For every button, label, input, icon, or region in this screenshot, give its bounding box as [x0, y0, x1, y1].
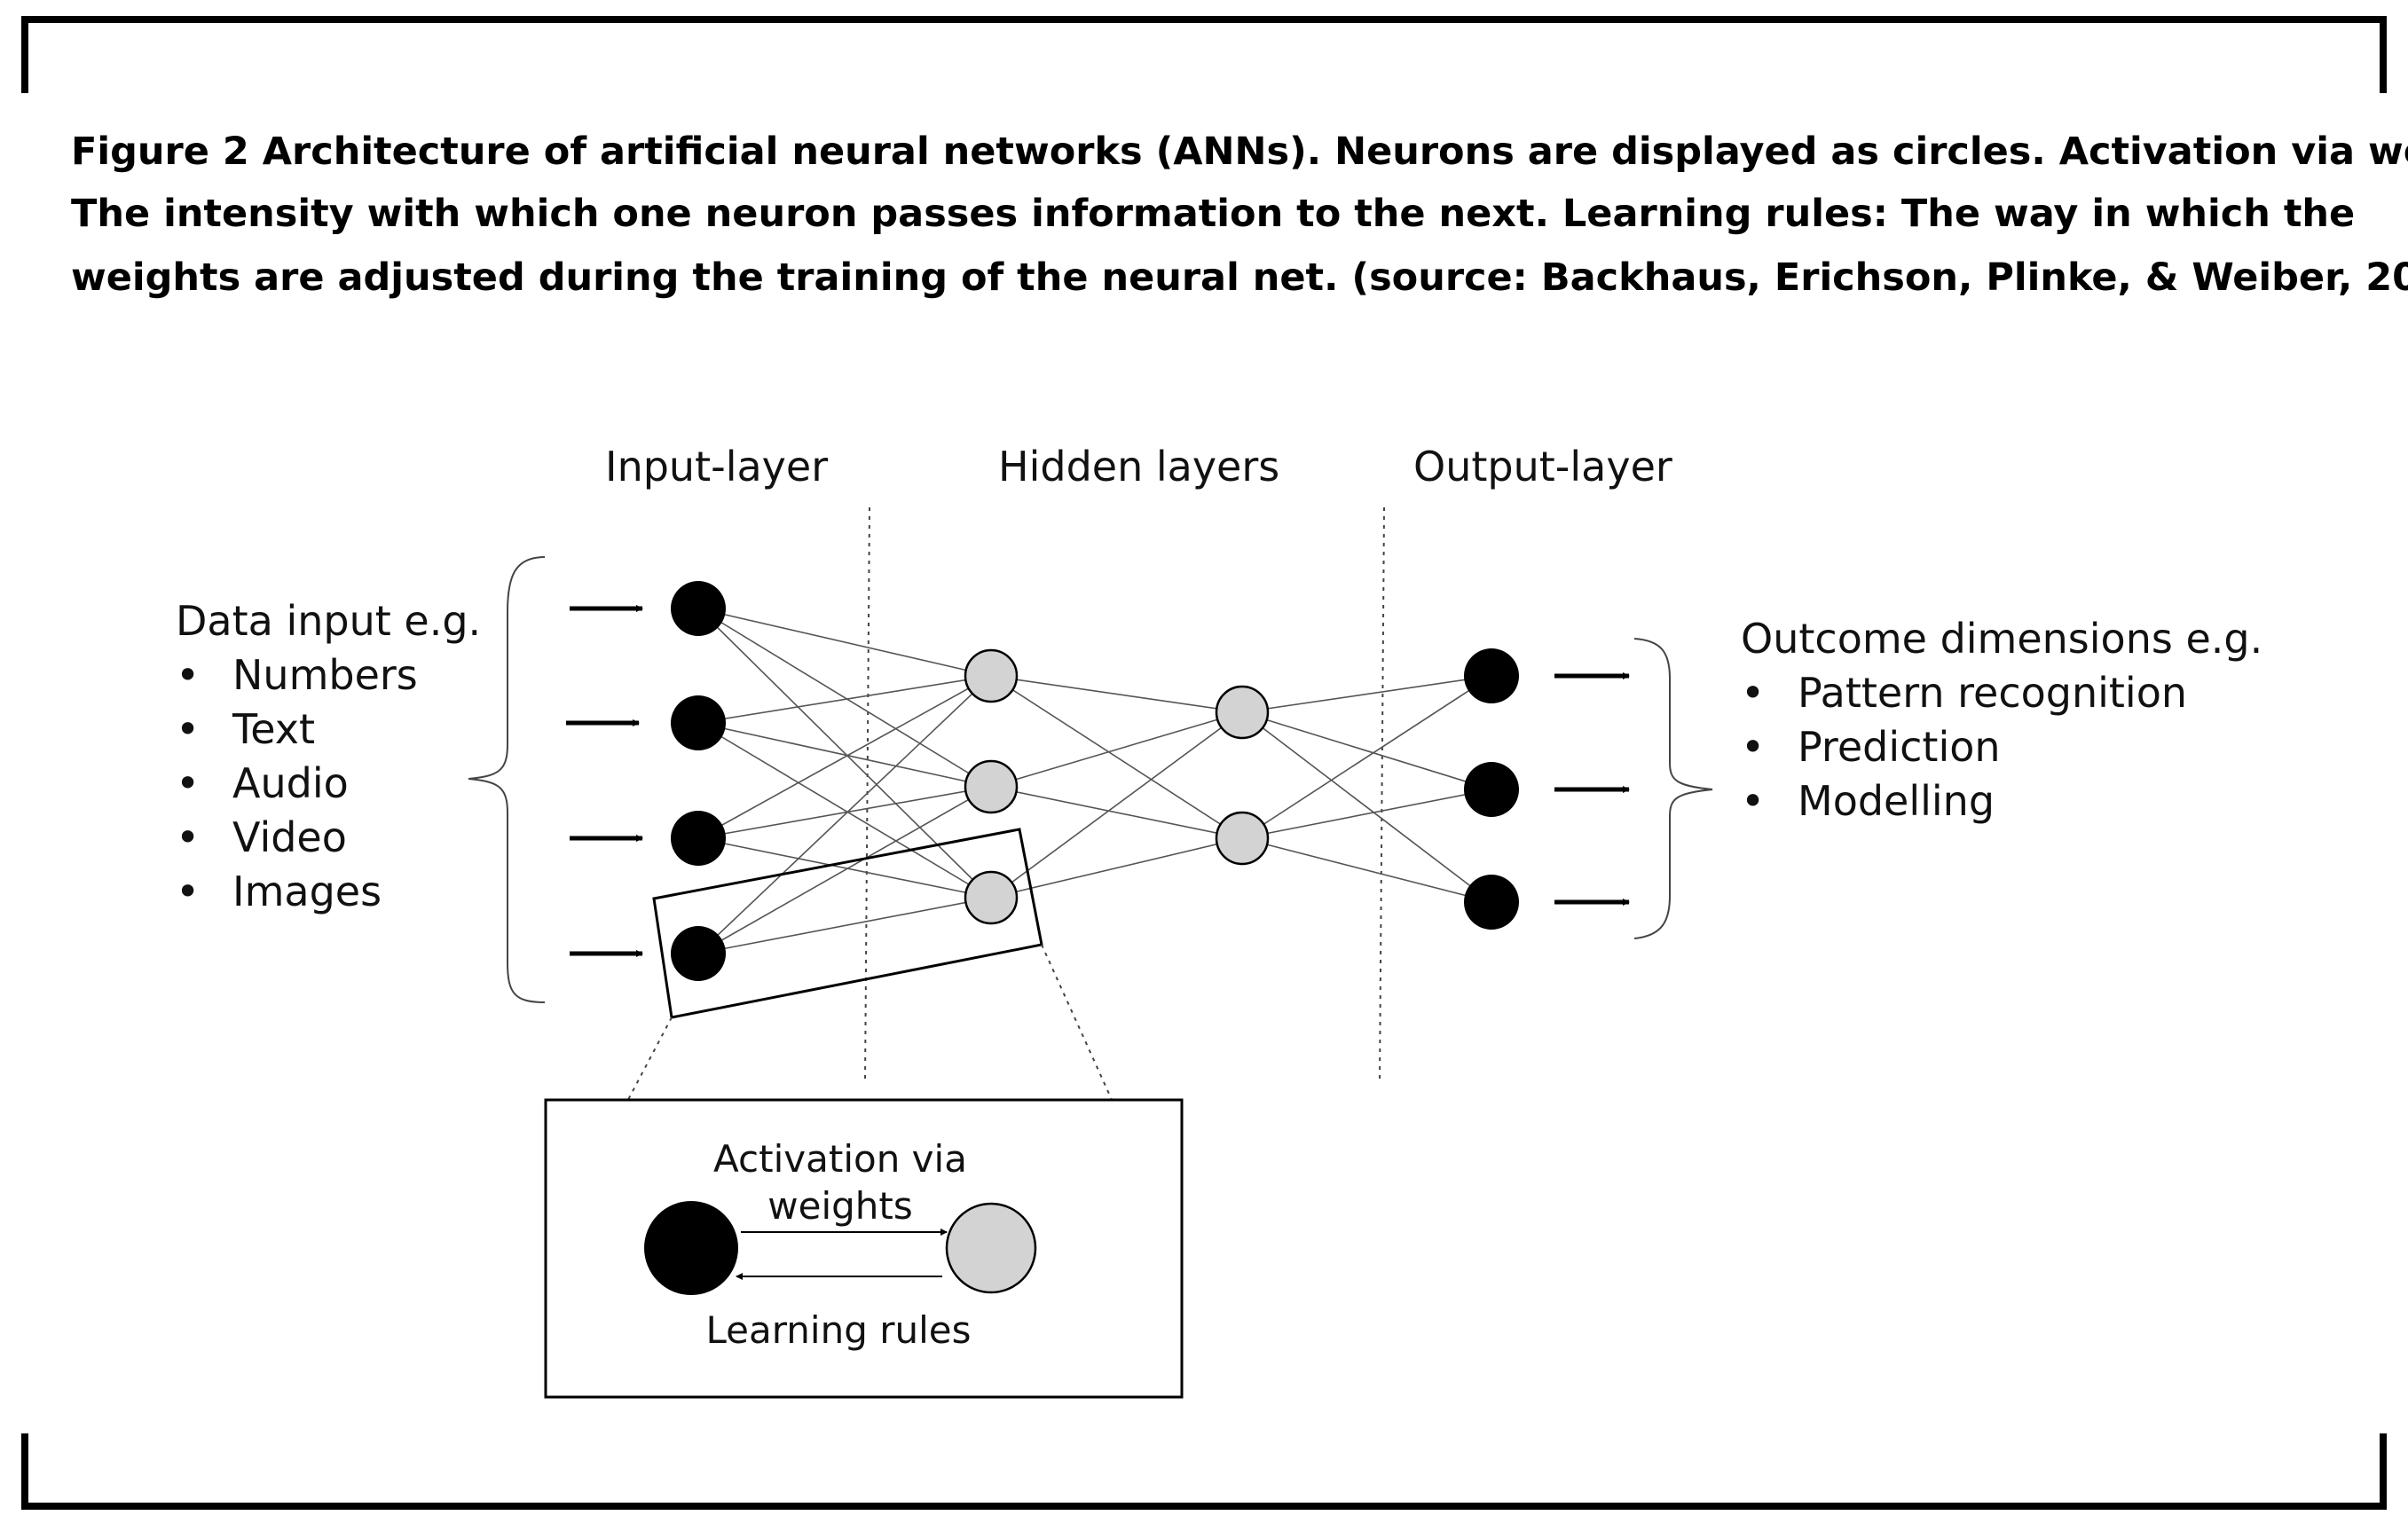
- data-input-heading: Data input e.g.: [176, 597, 481, 645]
- connection-hidden1-1-hidden2-1: [990, 675, 1243, 713]
- output-neuron-3: [1464, 875, 1519, 930]
- connection-input-3-hidden1-2: [697, 786, 992, 839]
- connection-hidden2-2-output-3: [1241, 837, 1492, 903]
- output-neuron-2: [1464, 762, 1519, 817]
- data-input-list: • Numbers • Text • Audio • Video • Image…: [176, 651, 418, 915]
- caption-line-2: The intensity with which one neuron pass…: [71, 192, 2355, 236]
- connection-input-3-hidden1-1: [697, 675, 992, 839]
- connection-hidden1-1-hidden2-2: [990, 675, 1243, 839]
- output-layer-label: Output-layer: [1413, 443, 1672, 491]
- network-neurons: [671, 581, 1519, 981]
- connection-input-3-hidden1-3: [697, 837, 992, 899]
- connection-input-4-hidden1-3: [697, 897, 992, 954]
- outcome-item-2: Prediction: [1798, 723, 2001, 771]
- connection-input-1-hidden1-2: [697, 608, 992, 788]
- outcome-bullet-3: •: [1741, 777, 1765, 825]
- outcome-list: • Pattern recognition • Prediction • Mod…: [1741, 669, 2187, 825]
- connection-input-2-hidden1-3: [697, 722, 992, 899]
- outcome-brace: [1633, 638, 1713, 939]
- inset-black-neuron: [644, 1201, 738, 1295]
- frame-bottom-bracket: [21, 1433, 2387, 1510]
- connection-input-4-hidden1-2: [697, 786, 992, 954]
- divider-input-hidden: [864, 506, 870, 1083]
- output-arrows: [1554, 672, 1630, 906]
- connection-hidden1-2-hidden2-2: [990, 786, 1243, 839]
- output-neuron-1: [1464, 648, 1519, 703]
- outcome-bullet-1: •: [1741, 669, 1765, 717]
- hidden-layers-label: Hidden layers: [998, 443, 1279, 491]
- data-input-bullet-3: •: [176, 759, 200, 807]
- outcome-item-3: Modelling: [1798, 777, 1995, 825]
- connection-input-1-hidden1-3: [697, 608, 992, 899]
- input-layer-label: Input-layer: [605, 443, 828, 491]
- hidden2-neuron-1: [1215, 685, 1270, 740]
- data-input-bullet-2: •: [176, 705, 200, 753]
- connection-hidden2-2-output-1: [1241, 675, 1492, 839]
- inset-activation-line-2: weights: [767, 1184, 913, 1228]
- connection-hidden2-1-output-1: [1241, 675, 1492, 713]
- input-arrows: [566, 605, 643, 957]
- caption-line-3: weights are adjusted during the training…: [71, 255, 2408, 300]
- connection-hidden2-2-output-2: [1241, 789, 1492, 839]
- data-input-bullet-1: •: [176, 651, 200, 699]
- input-neuron-4: [671, 926, 726, 981]
- network-connections: [697, 608, 1492, 954]
- data-input-bullet-4: •: [176, 813, 200, 861]
- frame-top-bracket: [21, 16, 2387, 93]
- data-input-brace: [468, 556, 546, 1003]
- outcome-item-1: Pattern recognition: [1798, 669, 2187, 717]
- connection-hidden1-3-hidden2-2: [990, 837, 1243, 899]
- connection-input-2-hidden1-2: [697, 722, 992, 788]
- data-input-item-4: Video: [232, 813, 347, 861]
- outcome-bullet-2: •: [1741, 723, 1765, 771]
- inset-activation-line-1: Activation via: [713, 1137, 967, 1181]
- input-neuron-3: [671, 811, 726, 866]
- divider-hidden-output: [1379, 506, 1385, 1083]
- input-neuron-1: [671, 581, 726, 636]
- connection-input-4-hidden1-1: [697, 675, 992, 954]
- data-input-item-1: Numbers: [232, 651, 418, 699]
- caption-line-1: Figure 2 Architecture of artificial neur…: [71, 130, 2408, 174]
- hidden2-neuron-2: [1215, 811, 1270, 866]
- data-input-item-2: Text: [232, 705, 315, 753]
- connection-hidden1-3-hidden2-1: [990, 711, 1243, 899]
- connection-input-1-hidden1-1: [697, 608, 992, 677]
- hidden1-neuron-1: [964, 648, 1019, 703]
- data-input-item-5: Images: [232, 868, 382, 915]
- data-input-bullet-5: •: [176, 868, 200, 915]
- hidden1-neuron-2: [964, 759, 1019, 814]
- connection-hidden2-1-output-3: [1241, 711, 1492, 903]
- connection-hidden1-2-hidden2-1: [990, 711, 1243, 788]
- hidden1-neuron-3: [964, 870, 1019, 925]
- zoom-guide-right: [1041, 944, 1181, 1252]
- outcome-heading: Outcome dimensions e.g.: [1741, 615, 2262, 663]
- connection-hidden2-1-output-2: [1241, 711, 1492, 790]
- input-neuron-2: [671, 695, 726, 750]
- connection-input-2-hidden1-1: [697, 675, 992, 724]
- data-input-item-3: Audio: [232, 759, 349, 807]
- activation-inset: Activation via weights Learning rules: [544, 1098, 1184, 1399]
- inset-learning-label: Learning rules: [706, 1308, 972, 1352]
- inset-grey-neuron: [945, 1202, 1037, 1294]
